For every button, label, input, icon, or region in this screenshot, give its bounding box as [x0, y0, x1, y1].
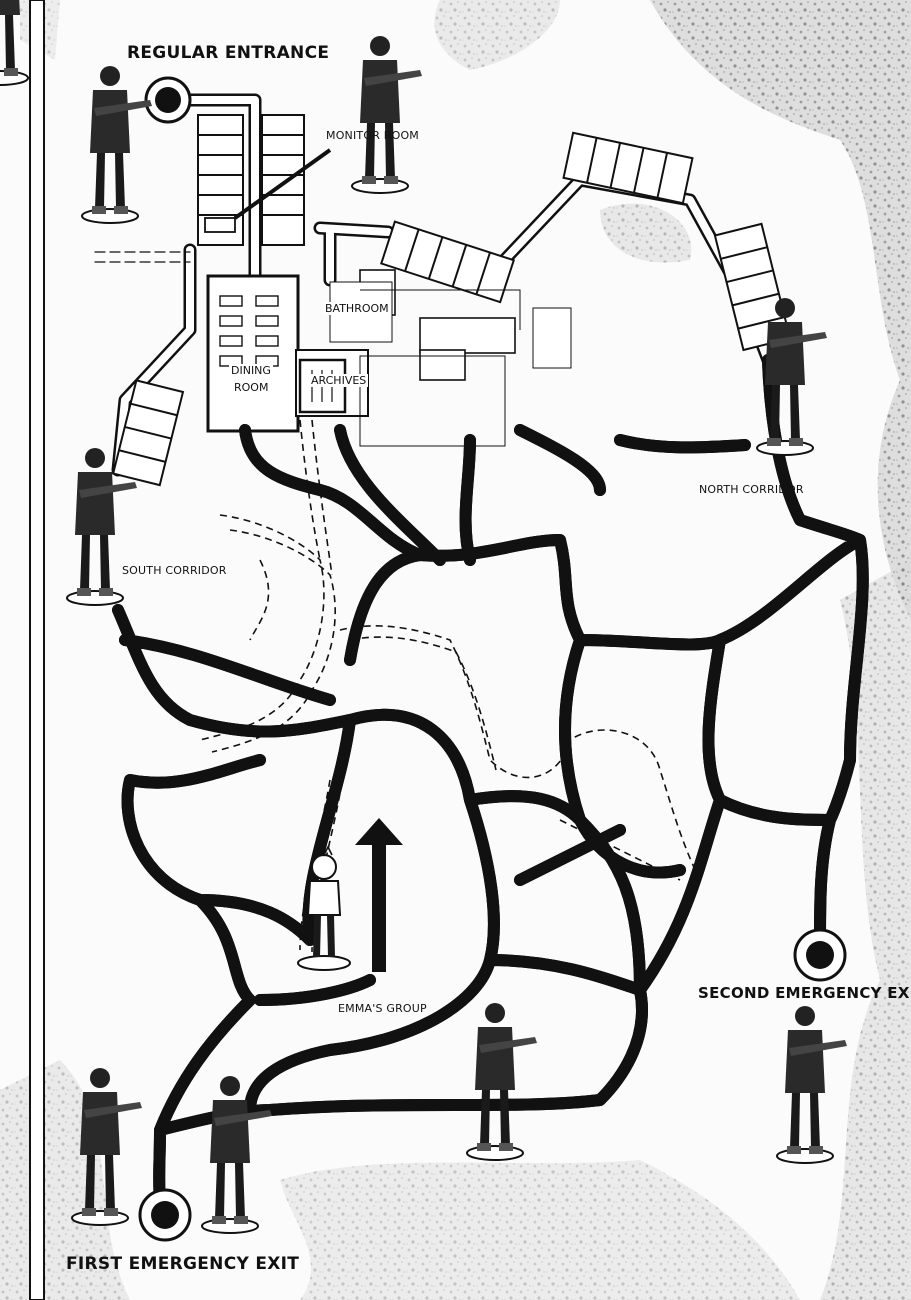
guard-second-exit: [776, 1005, 848, 1164]
south-corridor-label: SOUTH CORRIDOR: [122, 564, 227, 577]
emmas-group-label: EMMA'S GROUP: [338, 1002, 427, 1015]
archives-label: ARCHIVES: [309, 374, 369, 387]
guard-center-bottom: [466, 1002, 538, 1161]
regular-entrance-label: REGULAR ENTRANCE: [127, 43, 330, 63]
arrow-up-icon: [355, 818, 403, 972]
first-exit-hole-icon[interactable]: [138, 1188, 192, 1242]
regular-entrance-hole-icon[interactable]: [144, 76, 192, 124]
monitor-room-label: MONITOR ROOM: [326, 129, 419, 142]
north-corridor-label: NORTH CORRIDOR: [699, 483, 804, 496]
second-emergency-exit-label: SECOND EMERGENCY EXIT: [698, 984, 911, 1002]
dining-room-label-line1: DINING: [229, 364, 273, 377]
child-figure-icon: [297, 845, 351, 971]
first-emergency-exit-label: FIRST EMERGENCY EXIT: [66, 1254, 300, 1274]
cell-blocks: [111, 114, 792, 487]
bathroom-label: BATHROOM: [323, 302, 391, 315]
monitor-room-pointer: [233, 148, 332, 220]
second-exit-hole-icon[interactable]: [793, 928, 847, 982]
dining-room-label-line2: ROOM: [232, 381, 271, 394]
corridors: [94, 93, 775, 477]
left-border-strip: [29, 0, 45, 1300]
guard-figure-icon: [0, 0, 29, 86]
guard-first-exit-right: [201, 1075, 273, 1234]
guard-entrance: [81, 65, 153, 224]
tunnel-network: [112, 354, 863, 1206]
guard-monitor-room: [351, 35, 423, 194]
facility-building: [204, 217, 572, 447]
dining-tables: [219, 295, 279, 367]
